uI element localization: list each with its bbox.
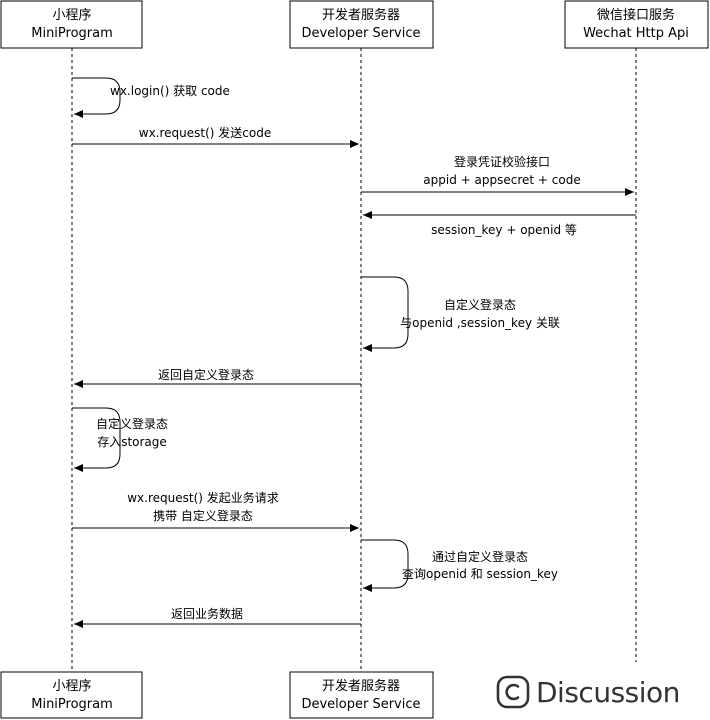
message-8-label-line2: 携带 自定义登录态: [153, 508, 253, 523]
participant-mini-bottom-en: MiniProgram: [31, 697, 113, 712]
watermark-text: Discussion: [536, 675, 680, 709]
message-9-self-query: 通过自定义登录态 查询openid 和 session_key: [361, 539, 558, 592]
participant-dev-bottom-en: Developer Service: [301, 697, 420, 712]
participant-dev-bottom: 开发者服务器 Developer Service: [289, 671, 434, 719]
participant-dev-top-en: Developer Service: [301, 26, 420, 41]
message-7-label-line2: 存入storage: [97, 435, 167, 449]
participant-wx-top: 微信接口服务 Wechat Http Api: [564, 0, 709, 49]
message-7-self-storage: 自定义登录态 存入storage: [72, 407, 168, 472]
participant-wx-top-en: Wechat Http Api: [583, 26, 689, 41]
participant-mini-top: 小程序 MiniProgram: [0, 0, 143, 49]
participant-mini-bottom-cn: 小程序: [52, 679, 91, 694]
message-5-label-line1: 自定义登录态: [444, 297, 516, 312]
message-4-label: session_key + openid 等: [431, 223, 577, 237]
message-5-label-line2: 与openid ,session_key 关联: [400, 316, 560, 330]
message-1-label: wx.login() 获取 code: [110, 84, 230, 98]
participant-dev-bottom-cn: 开发者服务器: [322, 678, 400, 694]
message-3-label-line2: appid + appsecret + code: [423, 173, 580, 187]
message-10-return-data: 返回业务数据: [74, 606, 361, 628]
message-6-label: 返回自定义登录态: [158, 367, 254, 382]
participant-mini-top-cn: 小程序: [52, 8, 91, 23]
message-2-send-code: wx.request() 发送code: [72, 125, 359, 148]
message-9-label-line1: 通过自定义登录态: [432, 549, 528, 564]
message-5-self-custom-state: 自定义登录态 与openid ,session_key 关联: [361, 276, 560, 352]
participant-dev-top-cn: 开发者服务器: [322, 7, 400, 23]
message-3-auth-verify: 登录凭证校验接口 appid + appsecret + code: [361, 154, 634, 196]
message-7-label-line1: 自定义登录态: [96, 416, 168, 431]
discussion-watermark: Discussion: [496, 672, 680, 712]
message-9-label-line2: 查询openid 和 session_key: [402, 567, 558, 581]
message-6-return-custom-state: 返回自定义登录态: [74, 367, 361, 388]
participant-dev-top: 开发者服务器 Developer Service: [289, 0, 434, 49]
discussion-c-icon: [496, 675, 530, 709]
message-2-label: wx.request() 发送code: [139, 125, 271, 140]
message-3-label-line1: 登录凭证校验接口: [454, 154, 550, 169]
message-8-label-line1: wx.request() 发起业务请求: [127, 490, 279, 505]
message-8-business-request: wx.request() 发起业务请求 携带 自定义登录态: [72, 490, 359, 532]
message-1-self-login: wx.login() 获取 code: [72, 77, 230, 118]
participant-mini-top-en: MiniProgram: [31, 26, 113, 41]
message-10-label: 返回业务数据: [171, 606, 243, 621]
participant-wx-top-cn: 微信接口服务: [597, 7, 675, 23]
participant-mini-bottom: 小程序 MiniProgram: [0, 671, 143, 719]
message-4-session-return: session_key + openid 等: [363, 211, 636, 237]
